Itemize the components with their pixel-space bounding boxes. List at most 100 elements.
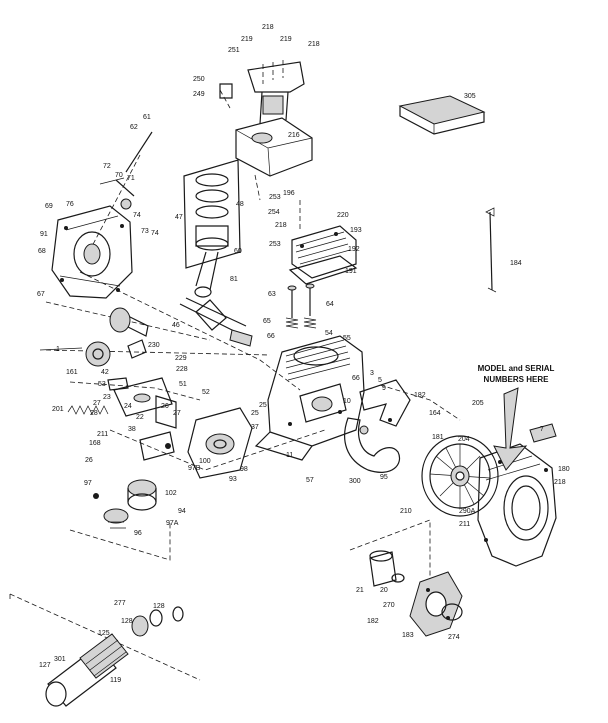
part-callout: 251 [228, 47, 240, 54]
part-callout: 211 [459, 521, 471, 528]
part-callout: 125 [98, 630, 110, 637]
cylinder-head [288, 225, 358, 285]
part-callout: 28 [90, 410, 98, 417]
part-callout: 63 [268, 291, 276, 298]
part-callout: 61 [143, 114, 151, 121]
part-callout: 55 [343, 335, 351, 342]
part-callout: 24 [124, 403, 132, 410]
part-callout: 64 [326, 301, 334, 308]
part-callout: 53 [98, 381, 106, 388]
part-callout: 11 [286, 452, 294, 459]
part-callout: 38 [128, 426, 136, 433]
part-callout: 51 [179, 381, 187, 388]
part-callout: 274 [448, 634, 460, 641]
part-callout: 74 [133, 212, 141, 219]
part-callout: 27 [173, 410, 181, 417]
filter-element [398, 95, 486, 135]
flywheel [421, 435, 499, 517]
starter-assembly [369, 550, 463, 637]
crankcase-cover [51, 131, 153, 299]
part-callout: 253 [269, 194, 281, 201]
model-serial-note: MODEL and SERIAL NUMBERS HERE [466, 363, 566, 385]
engine-block [254, 335, 365, 461]
part-callout: 182 [414, 392, 426, 399]
part-callout: 60 [234, 248, 242, 255]
part-callout: 81 [230, 276, 238, 283]
part-callout: 219 [280, 36, 292, 43]
part-callout: 42 [101, 369, 109, 376]
part-callout: 253 [269, 241, 281, 248]
part-callout: 196 [283, 190, 295, 197]
part-callout: 305 [464, 93, 476, 100]
part-callout: 66 [267, 333, 275, 340]
part-callout: 161 [66, 369, 78, 376]
part-callout: 26 [85, 457, 93, 464]
muffler [45, 606, 184, 707]
part-callout: 74 [151, 230, 159, 237]
part-callout: 228 [176, 366, 188, 373]
part-callout: 98 [240, 466, 248, 473]
part-callout: 21 [356, 587, 364, 594]
part-callout: 230 [148, 342, 160, 349]
part-callout: 168 [89, 440, 101, 447]
part-callout: 229 [175, 355, 187, 362]
part-callout: 73 [141, 228, 149, 235]
part-callout: 192 [348, 246, 360, 253]
part-callout: 250 [193, 76, 205, 83]
part-callout: 164 [429, 410, 441, 417]
part-callout: 211 [97, 431, 109, 438]
part-callout: 180 [558, 466, 570, 473]
part-callout: 127 [39, 662, 51, 669]
part-callout: 9 [382, 385, 386, 392]
crank-lever [344, 379, 411, 473]
part-callout: 218 [275, 222, 287, 229]
part-callout: 72 [103, 163, 111, 170]
part-callout: 97B [188, 465, 201, 472]
part-callout: 218 [308, 41, 320, 48]
part-callout: 193 [350, 227, 362, 234]
part-callout: 201 [52, 406, 64, 413]
part-callout: 94 [178, 508, 186, 515]
part-callout: 46 [172, 322, 180, 329]
part-callout: 216 [288, 132, 300, 139]
part-callout: 220 [337, 212, 349, 219]
part-callout: 249 [193, 91, 205, 98]
part-callout: 205 [472, 400, 484, 407]
part-callout: 70 [115, 172, 123, 179]
part-callout: 128 [153, 603, 165, 610]
governor-spring [67, 405, 109, 415]
carburetor [139, 407, 253, 479]
part-callout: 7 [540, 426, 544, 433]
part-callout: 26 [161, 403, 169, 410]
part-callout: 119 [110, 677, 122, 684]
part-callout: 25 [259, 402, 267, 409]
part-callout: 69 [45, 203, 53, 210]
part-callout: 3 [370, 370, 374, 377]
part-callout: 128 [121, 618, 133, 625]
model-serial-line1: MODEL and SERIAL [477, 364, 555, 373]
part-callout: 182 [367, 618, 379, 625]
air-cleaner-cover [219, 61, 313, 177]
part-callout: 5 [378, 377, 382, 384]
part-callout: 47 [175, 214, 183, 221]
part-callout: 37 [251, 424, 259, 431]
part-callout: 183 [402, 632, 414, 639]
part-callout: 95 [380, 474, 388, 481]
part-callout: 210 [400, 508, 412, 515]
part-callout: 219 [241, 36, 253, 43]
part-callout: 191 [345, 268, 357, 275]
part-callout: 97A [166, 520, 179, 527]
part-callout: 25 [251, 410, 259, 417]
part-callout: 102 [165, 490, 177, 497]
part-callout: 65 [263, 318, 271, 325]
fuel-bowl [93, 479, 157, 529]
part-callout: 97 [84, 480, 92, 487]
part-callout: 100 [199, 458, 211, 465]
serial-arrow [493, 387, 528, 471]
model-serial-line2: NUMBERS HERE [483, 375, 549, 384]
part-callout: 184 [510, 260, 522, 267]
part-callout: 270 [383, 602, 395, 609]
part-callout: 96 [134, 530, 142, 537]
